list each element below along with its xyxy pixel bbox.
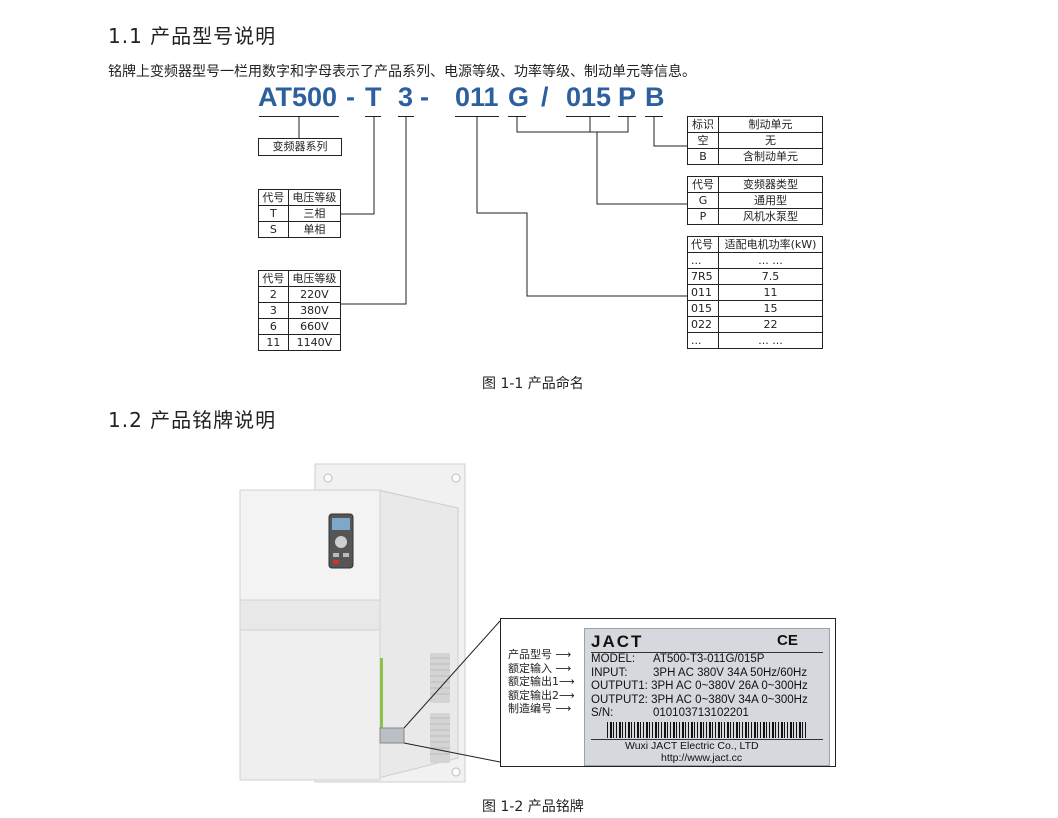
code-dash-2: - — [420, 82, 429, 112]
section-heading-1-1: 1.1 产品型号说明 — [108, 24, 277, 48]
code-brake: B — [645, 82, 665, 112]
brand-logo: JACT — [591, 632, 644, 651]
label-serial: 制造编号 — [508, 702, 552, 715]
company-name: Wuxi JACT Electric Co., LTD — [625, 740, 759, 752]
nameplate-labels: 产品型号 ⟶ 额定输入 ⟶ 额定输出1⟶ 额定输出2⟶ 制造编号 ⟶ — [508, 648, 575, 716]
cell: 1140V — [287, 334, 342, 351]
cell: 风机水泵型 — [718, 208, 823, 225]
code-type-g: G — [508, 82, 530, 112]
field-value: 3PH AC 0~380V 26A 0~300Hz — [651, 680, 808, 692]
cell: 660V — [287, 318, 342, 335]
field-value: 3PH AC 0~380V 34A 0~300Hz — [651, 693, 808, 706]
barcode-icon — [607, 722, 807, 738]
cell: ... ... — [718, 332, 823, 349]
inverter-illustration — [239, 463, 466, 783]
arrow-right-icon: ⟶ — [559, 688, 575, 702]
cell: 单相 — [287, 221, 342, 238]
th: 代号 — [258, 270, 289, 287]
th: 电压等级 — [287, 189, 342, 206]
label-input: 额定输入 — [508, 661, 552, 675]
field-value: AT500-T3-011G/015P — [653, 653, 765, 665]
field-key: INPUT: — [591, 666, 628, 679]
field-key: MODEL: — [591, 653, 636, 665]
field-key: OUTPUT1: — [591, 680, 648, 692]
field-value: 010103713102201 — [653, 707, 749, 719]
arrow-right-icon: ⟶ — [555, 648, 572, 661]
label-output1: 额定输出1 — [508, 675, 559, 688]
connector-lines — [298, 116, 687, 305]
cell: 220V — [287, 286, 342, 303]
code-slash: / — [541, 82, 549, 112]
code-phase: T — [365, 82, 382, 112]
cell: 11 — [258, 334, 289, 351]
section-heading-1-2: 1.2 产品铭牌说明 — [108, 408, 277, 432]
cell: 无 — [718, 132, 823, 149]
cell: ... ... — [718, 252, 823, 269]
divider — [591, 739, 823, 740]
code-power-p: 015 — [566, 82, 612, 112]
code-type-p: P — [618, 82, 637, 112]
label-model: 产品型号 — [508, 648, 552, 661]
code-series: AT500 — [258, 82, 338, 112]
intro-paragraph: 铭牌上变频器型号一栏用数字和字母表示了产品系列、电源等级、功率等级、制动单元等信… — [108, 64, 696, 80]
arrow-right-icon: ⟶ — [555, 702, 572, 715]
cell: 含制动单元 — [718, 148, 823, 165]
cell: 380V — [287, 302, 342, 319]
code-power-g: 011 — [455, 82, 499, 112]
arrow-right-icon: ⟶ — [559, 675, 575, 688]
arrow-right-icon: ⟶ — [555, 661, 572, 675]
ce-mark-icon: CE — [777, 632, 798, 649]
figure-caption-1-1: 图 1-1 产品命名 — [482, 376, 584, 392]
field-key: S/N: — [591, 707, 614, 719]
nameplate-fields: MODEL: AT500-T3-011G/015P INPUT: 3PH AC 38… — [591, 653, 808, 721]
label-output2: 额定输出2 — [508, 688, 559, 702]
nameplate: JACT CE MODEL: AT500-T3-011G/015P INPUT: 3… — [584, 628, 830, 766]
figure-caption-1-2: 图 1-2 产品铭牌 — [482, 799, 584, 815]
company-url: http://www.jact.cc — [661, 752, 743, 764]
series-box: 变频器系列 — [258, 138, 342, 156]
field-key: OUTPUT2: — [591, 693, 648, 706]
code-voltage: 3 — [398, 82, 414, 112]
code-dash-1: - — [346, 82, 355, 112]
divider — [591, 652, 823, 653]
field-value: 3PH AC 380V 34A 50Hz/60Hz — [653, 666, 808, 679]
